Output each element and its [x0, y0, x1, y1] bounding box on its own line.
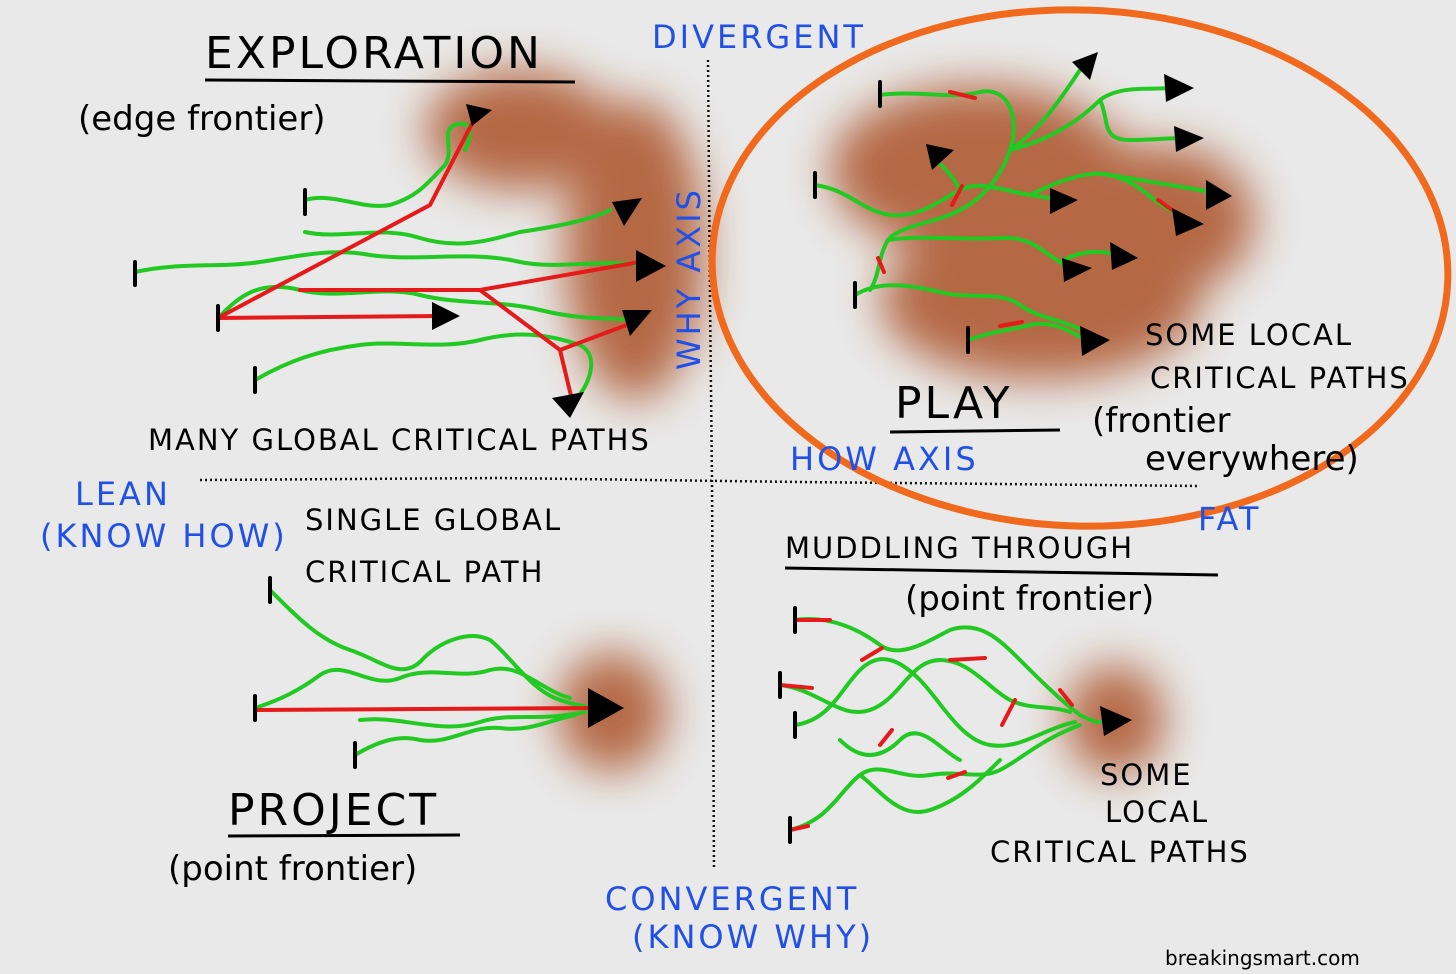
muddling-caption-line3: CRITICAL PATHS: [990, 835, 1250, 869]
path-green: [853, 283, 1092, 337]
axis-bottom-label-line1: CONVERGENT: [605, 880, 859, 918]
path-red: [216, 110, 480, 320]
project-title-underline: [227, 833, 461, 838]
path-green: [303, 121, 472, 208]
path-red: [1000, 698, 1017, 727]
path-red: [948, 90, 977, 100]
path-red: [788, 824, 810, 832]
horizontal-axis: [199, 476, 1201, 488]
muddling-title-underline: [784, 566, 1219, 577]
muddling-caption-line2: LOCAL: [1105, 795, 1209, 829]
arrowhead: [636, 250, 666, 282]
exploration-title-underline: [204, 78, 576, 84]
muddling-subtitle: (point frontier): [905, 579, 1154, 619]
path-green: [1098, 98, 1187, 142]
path-red: [948, 656, 987, 662]
project-subtitle: (point frontier): [168, 849, 417, 889]
muddling-paths: [778, 606, 1132, 844]
path-green: [793, 657, 1077, 748]
path-green: [253, 332, 594, 402]
arrowhead: [926, 144, 954, 170]
credit: breakingsmart.com: [1165, 946, 1360, 970]
play-title-underline: [889, 428, 1061, 434]
arrowhead: [612, 198, 642, 226]
axis-bottom-label-line2: (KNOW WHY): [632, 918, 874, 956]
path-red: [876, 256, 886, 274]
play-subtitle-line2: everywhere): [1145, 439, 1359, 479]
path-green: [133, 250, 652, 274]
path-red: [998, 320, 1024, 328]
path-red: [950, 184, 964, 207]
project-paths: [253, 576, 624, 769]
path-green: [303, 208, 612, 246]
path-red: [860, 646, 884, 662]
arrowhead: [552, 392, 584, 418]
exploration-caption: MANY GLOBAL CRITICAL PATHS: [148, 423, 651, 457]
frontier-blob-play-3: [880, 220, 1200, 380]
exploration-title: EXPLORATION: [205, 28, 543, 79]
path-red: [778, 683, 814, 690]
arrowhead: [1110, 242, 1138, 270]
path-green: [966, 321, 1087, 342]
axis-top-label: DIVERGENT: [652, 18, 866, 56]
vertical-axis: [706, 59, 716, 871]
arrowhead: [1100, 706, 1132, 736]
play-paths: [813, 52, 1232, 356]
path-red: [253, 706, 597, 712]
path-red: [1156, 198, 1174, 212]
arrowhead: [1174, 126, 1204, 152]
path-red: [946, 770, 967, 780]
path-green: [778, 658, 1072, 714]
highlight-circle: [708, 6, 1452, 530]
project-caption-line1: SINGLE GLOBAL: [305, 503, 562, 537]
play-caption-line1: SOME LOCAL: [1145, 318, 1353, 352]
path-green: [1008, 68, 1082, 152]
exploration-subtitle: (edge frontier): [78, 99, 326, 139]
arrowhead: [1080, 326, 1110, 356]
why-axis-label: WHY AXIS: [670, 187, 708, 370]
axis-left-label-line2: (KNOW HOW): [40, 517, 288, 555]
project-caption-line2: CRITICAL PATH: [305, 555, 544, 589]
path-red: [558, 348, 574, 402]
frontier-blob-play-1: [830, 85, 1130, 255]
arrowhead: [588, 688, 624, 728]
muddling-caption-line1: SOME: [1100, 758, 1193, 792]
how-axis-label: HOW AXIS: [790, 440, 979, 478]
exploration-paths: [133, 104, 666, 418]
path-green: [253, 666, 572, 710]
arrowhead: [1164, 74, 1194, 102]
path-green: [858, 758, 1002, 814]
path-green: [793, 617, 1102, 724]
arrowhead: [1206, 180, 1232, 210]
muddling-title: MUDDLING THROUGH: [785, 531, 1134, 565]
path-red: [878, 728, 894, 747]
path-green: [268, 588, 594, 710]
arrowhead: [1062, 258, 1092, 282]
path-green: [353, 713, 577, 757]
path-red: [1058, 688, 1074, 707]
arrowhead: [432, 302, 460, 330]
axes: [199, 59, 1201, 871]
frontier-blob-exploration-right: [565, 100, 705, 400]
path-green: [358, 710, 587, 729]
axis-left-label-line1: LEAN: [75, 475, 171, 513]
play-title: PLAY: [895, 378, 1013, 429]
arrowhead: [1172, 208, 1204, 236]
path-green: [788, 723, 1082, 832]
path-red: [216, 314, 442, 320]
play-caption-line2: CRITICAL PATHS: [1150, 361, 1410, 395]
arrowhead: [1050, 188, 1078, 214]
arrowhead: [622, 310, 652, 336]
arrowhead: [1072, 52, 1098, 80]
project-title: PROJECT: [228, 785, 439, 836]
path-green: [838, 731, 962, 762]
arrowhead: [466, 104, 492, 126]
play-subtitle-line1: (frontier: [1092, 401, 1231, 441]
axis-right-label: FAT: [1198, 500, 1261, 538]
frontier-blob-exploration-top: [425, 70, 615, 190]
